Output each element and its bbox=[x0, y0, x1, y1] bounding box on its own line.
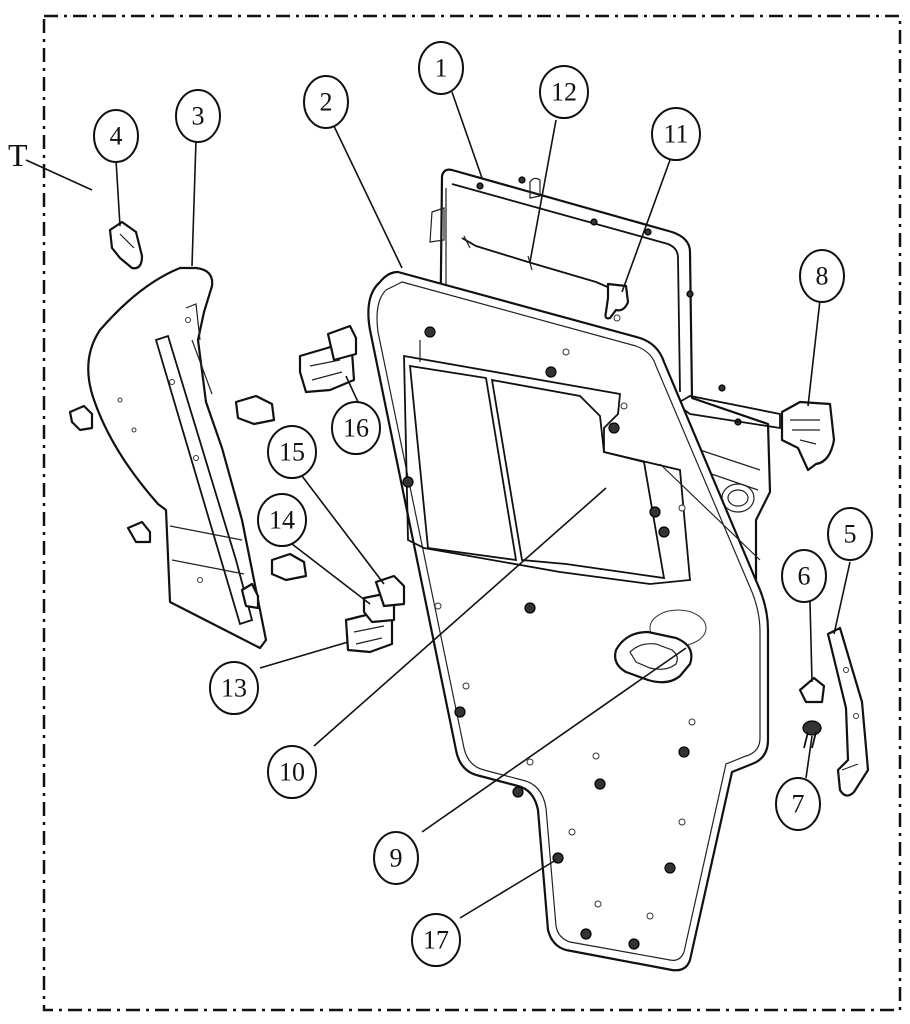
callout-5-label: 5 bbox=[844, 520, 857, 549]
leader-6 bbox=[809, 601, 813, 683]
callout-17: 17 bbox=[411, 913, 461, 967]
callout-3-label: 3 bbox=[192, 102, 205, 131]
callout-16-label: 16 bbox=[343, 414, 369, 443]
callout-15-label: 15 bbox=[279, 438, 305, 467]
leader-lines bbox=[115, 91, 851, 919]
leader-7 bbox=[805, 735, 813, 779]
callout-9-label: 9 bbox=[390, 844, 403, 873]
part-5-bracket bbox=[826, 626, 870, 797]
view-marker-leader bbox=[25, 159, 93, 191]
callout-16: 16 bbox=[331, 401, 381, 455]
part-11-hinge-bracket bbox=[604, 282, 630, 322]
leader-1 bbox=[451, 91, 483, 179]
callout-13-label: 13 bbox=[221, 674, 247, 703]
view-label: T bbox=[8, 137, 28, 173]
assembly-boundary-frame bbox=[42, 14, 902, 1012]
leader-12 bbox=[529, 119, 557, 263]
callout-1-label: 1 bbox=[435, 54, 448, 83]
leader-11 bbox=[621, 159, 671, 293]
callout-10-label: 10 bbox=[279, 758, 305, 787]
callout-12-label: 12 bbox=[551, 78, 577, 107]
leader-10 bbox=[313, 487, 607, 747]
callout-5: 5 bbox=[827, 507, 873, 561]
leader-2 bbox=[331, 121, 403, 269]
callout-4: 4 bbox=[93, 109, 139, 163]
part-4-clip bbox=[108, 220, 144, 270]
callout-4-label: 4 bbox=[110, 122, 123, 151]
callout-13: 13 bbox=[209, 661, 259, 715]
leader-14 bbox=[291, 543, 371, 605]
callout-10: 10 bbox=[267, 745, 317, 799]
part-16-hinge bbox=[298, 324, 358, 394]
callout-3: 3 bbox=[175, 89, 221, 143]
leader-9 bbox=[421, 647, 687, 833]
callout-17-label: 17 bbox=[423, 926, 449, 955]
loose-clips bbox=[234, 394, 308, 582]
part-8-door-latch bbox=[674, 395, 836, 472]
callout-1: 1 bbox=[418, 41, 464, 95]
part-7-screw bbox=[802, 720, 822, 749]
part-3-side-panel bbox=[68, 266, 268, 650]
callout-9: 9 bbox=[373, 831, 419, 885]
callout-15: 15 bbox=[267, 425, 317, 479]
leader-17 bbox=[459, 859, 557, 919]
callouts: 1 2 3 4 5 6 7 8 9 10 11 12 13 14 15 16 1… bbox=[93, 41, 873, 967]
callout-11-label: 11 bbox=[663, 120, 688, 149]
callout-7: 7 bbox=[775, 777, 821, 831]
callout-12: 12 bbox=[539, 65, 589, 119]
part-2-door-panel bbox=[367, 270, 770, 972]
leader-8 bbox=[807, 299, 821, 407]
callout-11: 11 bbox=[651, 107, 701, 161]
callout-14: 14 bbox=[257, 493, 307, 547]
callout-6: 6 bbox=[781, 549, 827, 603]
view-marker: T bbox=[8, 137, 93, 191]
callout-6-label: 6 bbox=[798, 562, 811, 591]
callout-2: 2 bbox=[303, 75, 349, 129]
leader-13 bbox=[259, 641, 349, 669]
leader-15 bbox=[301, 475, 385, 585]
callout-14-label: 14 bbox=[269, 506, 295, 535]
leader-4 bbox=[115, 159, 121, 227]
callout-8-label: 8 bbox=[816, 262, 829, 291]
callout-7-label: 7 bbox=[792, 790, 805, 819]
callout-8: 8 bbox=[799, 249, 845, 303]
callout-2-label: 2 bbox=[320, 88, 333, 117]
leader-3 bbox=[191, 139, 197, 267]
part-12-gas-strut bbox=[461, 235, 611, 289]
leader-16 bbox=[345, 375, 359, 403]
leader-5 bbox=[833, 561, 851, 635]
